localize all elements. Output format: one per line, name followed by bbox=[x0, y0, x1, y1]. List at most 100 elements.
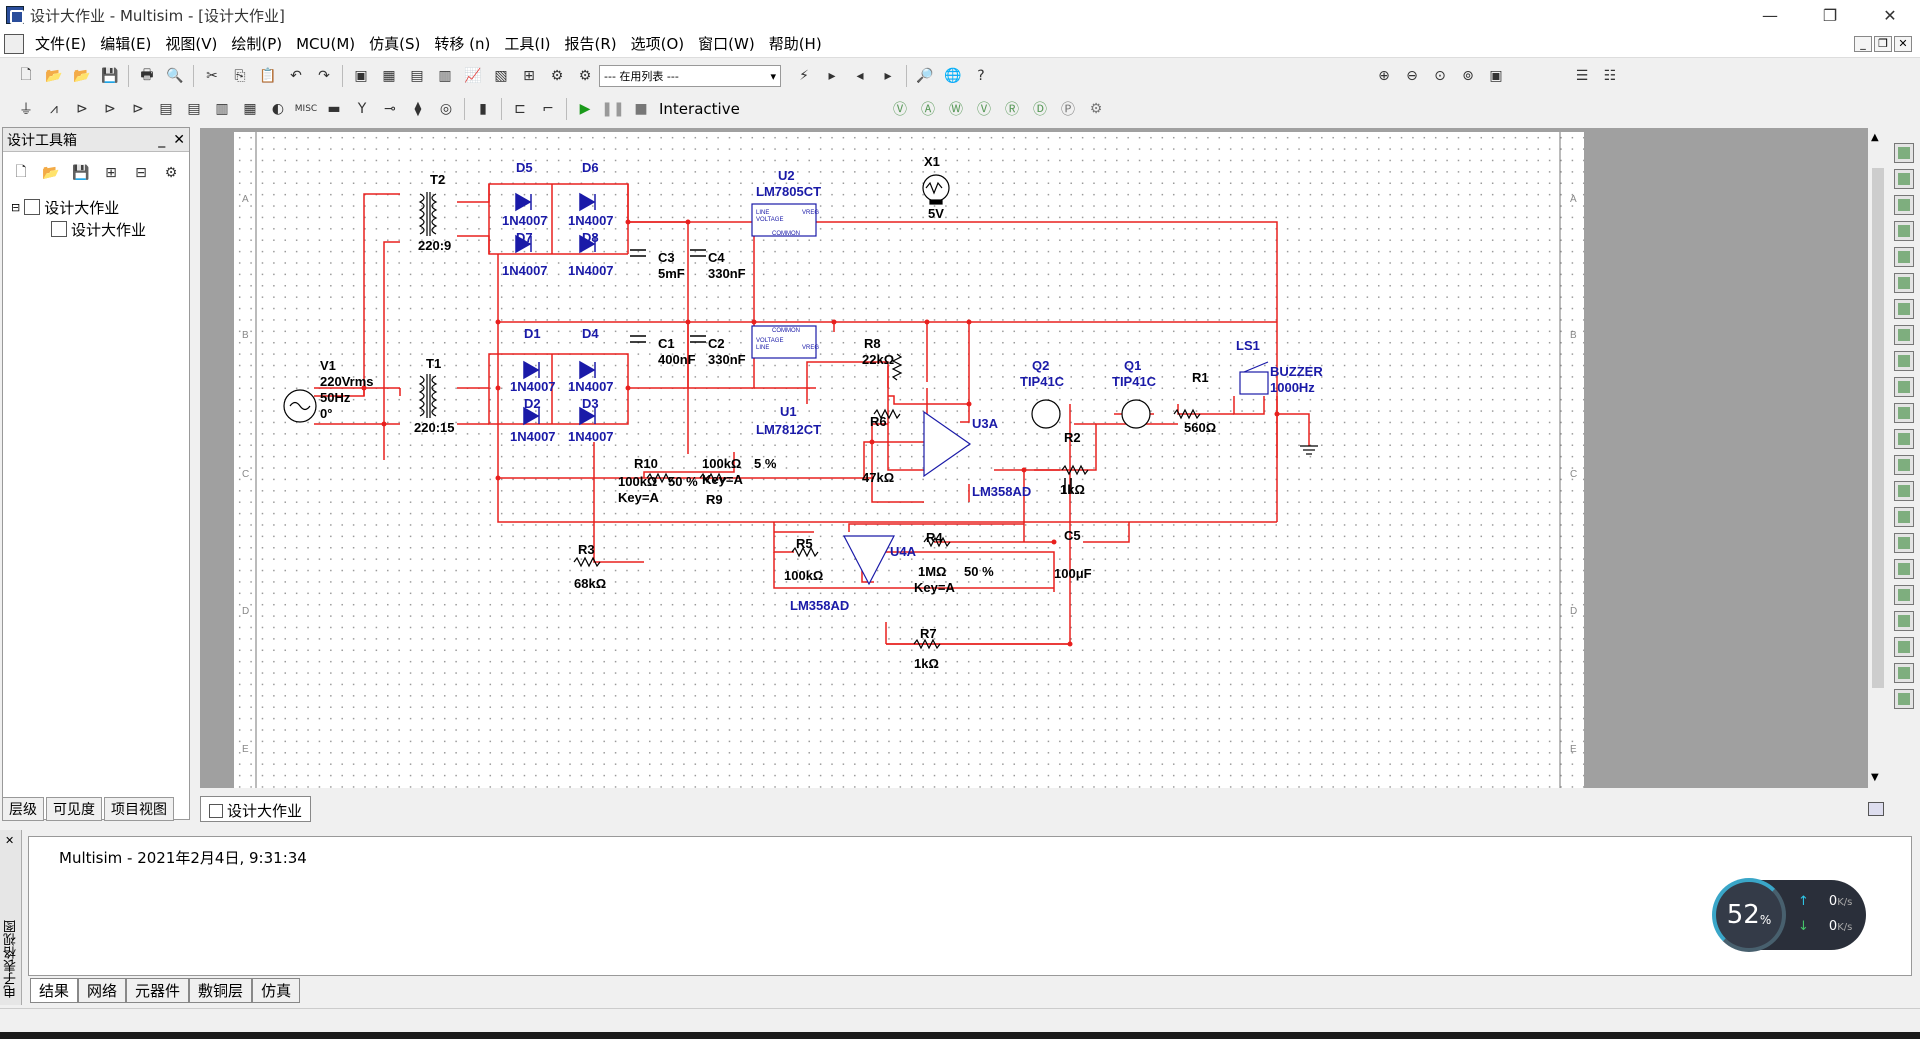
analog-icon[interactable]: ⊳ bbox=[132, 101, 144, 117]
canvas-scrollbar[interactable]: ▲ ▼ bbox=[1868, 128, 1888, 788]
menu-options[interactable]: 选项(O) bbox=[630, 35, 685, 53]
undo-icon[interactable]: ↶ bbox=[290, 68, 302, 84]
remove-sheet-icon[interactable]: ⊟ bbox=[135, 165, 147, 181]
basic-icon[interactable]: ⩘ bbox=[50, 101, 58, 117]
probe-icon[interactable]: ⚡ bbox=[799, 68, 809, 84]
close-icon[interactable]: ✕ bbox=[5, 834, 15, 847]
new-design-icon[interactable]: 🗋 bbox=[15, 164, 27, 180]
list-view-icon[interactable]: ☰ bbox=[1575, 68, 1589, 84]
tab-simulation[interactable]: 仿真 bbox=[252, 978, 301, 1003]
misc-digital-icon[interactable]: ▥ bbox=[215, 101, 229, 117]
spectrum-analyzer-icon[interactable] bbox=[1894, 455, 1914, 475]
cmos-icon[interactable]: ▤ bbox=[187, 101, 201, 117]
mdi-minimize-button[interactable]: _ bbox=[1854, 36, 1872, 52]
advanced-peripherals-icon[interactable]: ▬ bbox=[327, 101, 341, 117]
mcu-icon[interactable]: ⧫ bbox=[414, 101, 422, 117]
in-use-list-select[interactable]: --- 在用列表 ---▾ bbox=[599, 65, 781, 87]
probe-settings-icon[interactable]: Ⓟ bbox=[1061, 102, 1075, 118]
menu-place[interactable]: 绘制(P) bbox=[231, 35, 283, 53]
back-annotate-icon[interactable]: ◂ bbox=[856, 68, 864, 84]
wire-icon[interactable]: ⌐ bbox=[542, 101, 554, 117]
probe-diff-icon[interactable]: Ⓥ bbox=[977, 102, 991, 118]
stop-icon[interactable]: ■ bbox=[634, 101, 648, 117]
schematic-drawing[interactable]: A B C D E A B C D E bbox=[234, 132, 1584, 788]
tab-copper-layers[interactable]: 敷铜层 bbox=[189, 978, 253, 1003]
bode-plotter-icon[interactable] bbox=[1894, 273, 1914, 293]
scrollbar-thumb[interactable] bbox=[1872, 168, 1884, 688]
tab-design[interactable]: 设计大作业 bbox=[200, 796, 312, 822]
zoom-in-icon[interactable]: ⊕ bbox=[1378, 68, 1390, 84]
indicator-icon[interactable]: ◐ bbox=[271, 101, 285, 117]
collapse-icon[interactable]: ⊟ bbox=[11, 200, 21, 214]
scroll-down-icon[interactable]: ▼ bbox=[1871, 772, 1879, 783]
document-icon[interactable] bbox=[4, 33, 24, 54]
word-generator-icon[interactable] bbox=[1894, 325, 1914, 345]
probe-current-icon[interactable]: Ⓐ bbox=[921, 102, 935, 118]
pause-icon[interactable]: ❚❚ bbox=[601, 101, 625, 117]
help-icon[interactable]: ? bbox=[977, 68, 985, 84]
mdi-close-button[interactable]: ✕ bbox=[1894, 36, 1912, 52]
interactive-mode-button[interactable]: Interactive bbox=[659, 100, 740, 118]
zoom-area-icon[interactable]: ⊙ bbox=[1434, 68, 1446, 84]
menu-window[interactable]: 窗口(W) bbox=[698, 35, 755, 53]
menu-edit[interactable]: 编辑(E) bbox=[100, 35, 152, 53]
globe-icon[interactable]: 🌐 bbox=[944, 68, 962, 84]
electromechanical-icon[interactable]: ⊸ bbox=[384, 101, 396, 117]
find-icon[interactable]: 🔎 bbox=[916, 68, 934, 84]
iv-analyzer-icon[interactable] bbox=[1894, 403, 1914, 423]
zoom-fit-icon[interactable]: ⊚ bbox=[1462, 68, 1474, 84]
probe-tool-icon[interactable] bbox=[1894, 689, 1914, 709]
tab-nets[interactable]: 网络 bbox=[78, 978, 127, 1003]
agilent-oscilloscope-icon[interactable] bbox=[1894, 559, 1914, 579]
spreadsheet-toggle-icon[interactable]: ▦ bbox=[382, 68, 396, 84]
rf-icon[interactable]: Y bbox=[357, 101, 367, 117]
mixed-icon[interactable]: ▦ bbox=[243, 101, 257, 117]
menu-view[interactable]: 视图(V) bbox=[165, 35, 218, 53]
open-icon[interactable]: 📂 bbox=[45, 68, 63, 84]
hierarchical-block-icon[interactable]: ▮ bbox=[479, 101, 487, 117]
menu-transfer[interactable]: 转移 (n) bbox=[434, 35, 491, 53]
save-design-icon[interactable]: 💾 bbox=[72, 165, 90, 181]
cut-icon[interactable]: ✂ bbox=[206, 68, 218, 84]
tab-components[interactable]: 元器件 bbox=[126, 978, 190, 1003]
current-clamp-icon[interactable] bbox=[1894, 663, 1914, 683]
misc-icon[interactable]: MISC bbox=[294, 104, 318, 114]
menu-tools[interactable]: 工具(I) bbox=[504, 35, 551, 53]
ni-component-icon[interactable]: ◎ bbox=[439, 101, 453, 117]
paste-icon[interactable]: 📋 bbox=[259, 68, 277, 84]
tree-child[interactable]: 设计大作业 bbox=[11, 218, 181, 240]
mdi-restore-button[interactable]: ❐ bbox=[1874, 36, 1892, 52]
properties-icon[interactable]: ⚙ bbox=[164, 165, 178, 181]
distortion-analyzer-icon[interactable] bbox=[1894, 429, 1914, 449]
new-icon[interactable]: 🗋 bbox=[20, 67, 32, 83]
tab-visibility[interactable]: 可见度 bbox=[46, 797, 102, 821]
full-screen-icon[interactable]: ▣ bbox=[1489, 68, 1503, 84]
forward-annotate-icon[interactable]: ▸ bbox=[884, 68, 892, 84]
scroll-up-icon[interactable]: ▲ bbox=[1871, 132, 1879, 143]
menu-mcu[interactable]: MCU(M) bbox=[296, 34, 356, 53]
schematic-sheet[interactable]: A B C D E A B C D E bbox=[234, 132, 1584, 788]
probe-digital-icon[interactable]: Ⓓ bbox=[1033, 102, 1047, 118]
function-generator-icon[interactable] bbox=[1894, 169, 1914, 189]
save-icon[interactable]: 💾 bbox=[101, 68, 119, 84]
frequency-counter-icon[interactable] bbox=[1894, 299, 1914, 319]
minimize-button[interactable]: — bbox=[1762, 5, 1778, 25]
close-button[interactable]: ✕ bbox=[1883, 5, 1897, 25]
source-icon[interactable]: ⏚ bbox=[19, 102, 33, 118]
run-icon[interactable]: ▶ bbox=[579, 101, 591, 117]
transistor-icon[interactable]: ⊳ bbox=[104, 101, 116, 117]
new-sheet-icon[interactable]: ⊞ bbox=[105, 165, 117, 181]
menu-help[interactable]: 帮助(H) bbox=[768, 35, 822, 53]
grapher-icon[interactable]: 📈 bbox=[464, 68, 482, 84]
logic-converter-icon[interactable] bbox=[1894, 351, 1914, 371]
labview-instrument-icon[interactable] bbox=[1894, 611, 1914, 631]
probe-power-icon[interactable]: Ⓦ bbox=[949, 102, 963, 118]
spreadsheet-toggle-icon[interactable] bbox=[1868, 802, 1884, 816]
copy-icon[interactable]: ⎘ bbox=[234, 68, 246, 84]
menu-reports[interactable]: 报告(R) bbox=[564, 35, 617, 53]
gear-icon[interactable]: ⚙ bbox=[1089, 101, 1103, 117]
toolbox-toggle-icon[interactable]: ▣ bbox=[354, 68, 368, 84]
print-icon[interactable]: 🖶 bbox=[140, 67, 154, 83]
network-monitor-widget[interactable]: 52% ↑0K/s ↓0K/s bbox=[1712, 878, 1866, 952]
diode-icon[interactable]: ⊳ bbox=[76, 101, 88, 117]
